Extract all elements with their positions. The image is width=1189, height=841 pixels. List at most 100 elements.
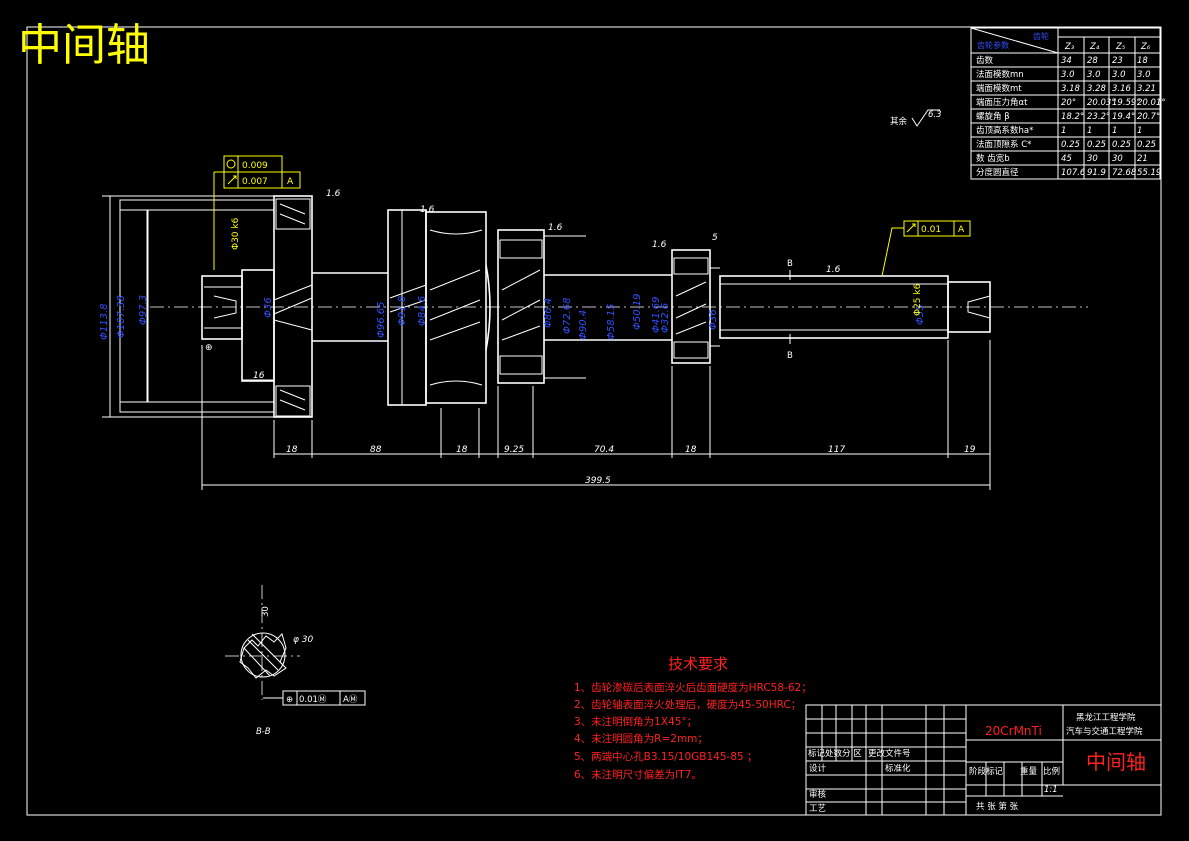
small-dim: 16 xyxy=(253,371,265,381)
table-cell: 1 xyxy=(1112,126,1117,136)
tech-req-title: 技术要求 xyxy=(668,655,728,673)
roughness-label: 其余 xyxy=(890,116,908,127)
table-cell: 30 xyxy=(1112,154,1123,164)
tolerance-frame-right: 0.01 A xyxy=(881,220,971,277)
small-dim: 5 xyxy=(712,233,718,243)
length-dim: 18 xyxy=(456,445,468,455)
tech-req-item: 1、齿轮渗碳后表面淬火后齿面硬度为HRC58-62； xyxy=(574,681,812,694)
table-cell: 3.28 xyxy=(1087,84,1107,94)
runout-value: 0.01 xyxy=(921,225,941,235)
diameter-dim: Φ84.6 xyxy=(417,296,428,326)
table-cell: 23 xyxy=(1112,56,1123,66)
table-cell: 30 xyxy=(1087,154,1098,164)
table-row-label: 端面压力角αt xyxy=(976,97,1028,108)
section-view-bb: 30 φ 30 ⊕ 0.01Ⓜ AⓂ B-B xyxy=(225,585,366,737)
table-cell: 20.01° xyxy=(1137,98,1166,108)
roughness-value: 6.3 xyxy=(928,110,942,120)
table-col-header: Z₅ xyxy=(1115,42,1126,52)
table-cell: 0.25 xyxy=(1137,140,1156,150)
table-cell: 18.2° xyxy=(1061,112,1084,122)
table-row-label: 数 齿宽b xyxy=(976,153,1010,164)
title-block-label: 标记处数分 区 xyxy=(808,748,862,759)
table-row-label: 分度圆直径 xyxy=(976,167,1019,178)
diameter-dim: Φ36 xyxy=(263,297,274,318)
table-cell: 18 xyxy=(1137,56,1148,66)
title-block-label: 标准化 xyxy=(885,763,911,774)
table-col-header: Z₄ xyxy=(1089,42,1100,52)
table-cell: 3.0 xyxy=(1087,70,1101,80)
title-block-label: 设计 xyxy=(809,763,827,774)
table-col-header: Z₆ xyxy=(1140,42,1151,52)
table-cell: 55.19 xyxy=(1137,168,1161,178)
drawing-title: 中间轴 xyxy=(18,20,150,71)
diameter-dim: Φ58.15 xyxy=(606,304,617,341)
table-row-label: 法面顶隙系 C* xyxy=(976,139,1031,150)
school-department: 汽车与交通工程学院 xyxy=(1066,726,1143,737)
diameter-dim: Φ36 xyxy=(708,309,719,330)
length-dim: 19 xyxy=(964,445,976,455)
part-name: 中间轴 xyxy=(1086,750,1146,774)
tech-req-item: 5、两端中心孔B3.15/10GB145-85 ； xyxy=(574,750,758,763)
table-cell: 72.68 xyxy=(1112,168,1137,178)
title-block-label: 工艺 xyxy=(809,804,826,814)
material-name: 20CrMnTi xyxy=(985,724,1042,738)
length-dim: 88 xyxy=(370,445,382,455)
school-name: 黑龙江工程学院 xyxy=(1076,712,1136,723)
diameter-dim: Φ32.6 xyxy=(660,303,671,333)
diameter-dim: Φ86.4 xyxy=(543,298,554,328)
datum-letter: A xyxy=(287,177,294,187)
table-cell: 20.7° xyxy=(1137,112,1160,122)
table-cell: 107.6 xyxy=(1061,168,1086,178)
tech-req-item: 2、齿轮轴表面淬火处理后，硬度为45-50HRC； xyxy=(574,698,801,711)
section-mark: B xyxy=(787,259,793,269)
bb-dim: φ 30 xyxy=(293,635,314,645)
section-view-label: B-B xyxy=(256,727,271,737)
table-cell: 20.03° xyxy=(1087,98,1116,108)
diameter-dim: Φ91.8 xyxy=(397,296,408,326)
small-dim: 1.6 xyxy=(652,240,667,250)
dimension-lines xyxy=(102,195,991,490)
table-cell: 3.0 xyxy=(1061,70,1075,80)
table-cell: 23.2° xyxy=(1087,112,1110,122)
title-block: 20CrMnTi 黑龙江工程学院 汽车与交通工程学院 中间轴 标记处数分 区 更… xyxy=(805,704,1162,816)
diameter-dim: Φ41.69 xyxy=(651,297,662,334)
title-block-label: 更改文件号 xyxy=(868,748,911,759)
table-cell: 0.25 xyxy=(1087,140,1106,150)
table-col-header: Z₃ xyxy=(1064,42,1075,52)
tolerance-frame-left: 0.009 0.007 A xyxy=(213,155,301,270)
table-cell: 1 xyxy=(1137,126,1142,136)
table-row-label: 齿数 xyxy=(976,55,994,66)
diameter-dim: Φ90.4 xyxy=(578,310,589,340)
bb-dim: 30 xyxy=(261,606,271,617)
gear-tooth-hatch xyxy=(275,198,311,230)
position-tolerance: 0.01Ⓜ xyxy=(299,695,327,705)
small-dim: 1.6 xyxy=(326,189,341,199)
table-cell: 1 xyxy=(1087,126,1092,136)
title-block-label: 比例 xyxy=(1043,766,1060,777)
table-cell: 3.0 xyxy=(1137,70,1151,80)
scale-value: 1:1 xyxy=(1044,785,1058,795)
fit-dim: Φ25 k6 xyxy=(913,283,923,316)
table-cell: 3.21 xyxy=(1137,84,1156,94)
table-row-label: 端面模数mt xyxy=(976,83,1022,94)
table-cell: 45 xyxy=(1061,154,1072,164)
length-dim: 9.25 xyxy=(504,445,524,455)
diameter-dim: Φ35 xyxy=(915,304,926,325)
title-block-label: 审核 xyxy=(809,789,827,800)
length-dim: 117 xyxy=(828,445,845,455)
table-cell: 3.16 xyxy=(1112,84,1132,94)
diameter-dim: Φ97.3 xyxy=(138,295,149,325)
title-block-label: 重量 xyxy=(1020,766,1038,777)
datum-letter: AⓂ xyxy=(343,695,358,705)
small-dim: 1.6 xyxy=(826,265,841,275)
technical-requirements: 技术要求 1、齿轮渗碳后表面淬火后齿面硬度为HRC58-62； 2、齿轮轴表面淬… xyxy=(574,655,812,781)
sheet-count: 共 张 第 张 xyxy=(976,801,1019,812)
table-cell: 1 xyxy=(1061,126,1066,136)
fit-dim: Φ30 k6 xyxy=(231,217,241,250)
table-corner-bottom: 齿轮参数 xyxy=(977,40,1009,50)
length-dim: 70.4 xyxy=(594,445,614,455)
runout-value: 0.007 xyxy=(242,177,268,187)
section-mark: B xyxy=(787,351,793,361)
